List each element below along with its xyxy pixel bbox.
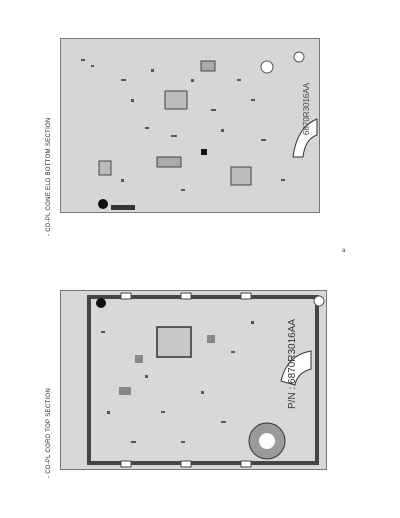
bottom-section-label: - CD-PL CONE ELD BOTTOM SECTION — [46, 117, 52, 236]
pcb-top-artwork: P/N : 6870R3016AA — [61, 291, 326, 469]
top-part-number: P/N : 6870R3016AA — [287, 319, 298, 409]
pcb-bottom-artwork: 6870R3016AA — [61, 39, 319, 212]
page-mark: a — [342, 248, 346, 254]
pcb-bottom-view: 6870R3016AA — [60, 38, 320, 213]
bottom-part-number: 6870R3016AA — [302, 82, 311, 135]
pcb-top-view: P/N : 6870R3016AA — [60, 290, 327, 470]
top-section-label: - CD-PL CORD TOP SECTION — [46, 388, 52, 478]
